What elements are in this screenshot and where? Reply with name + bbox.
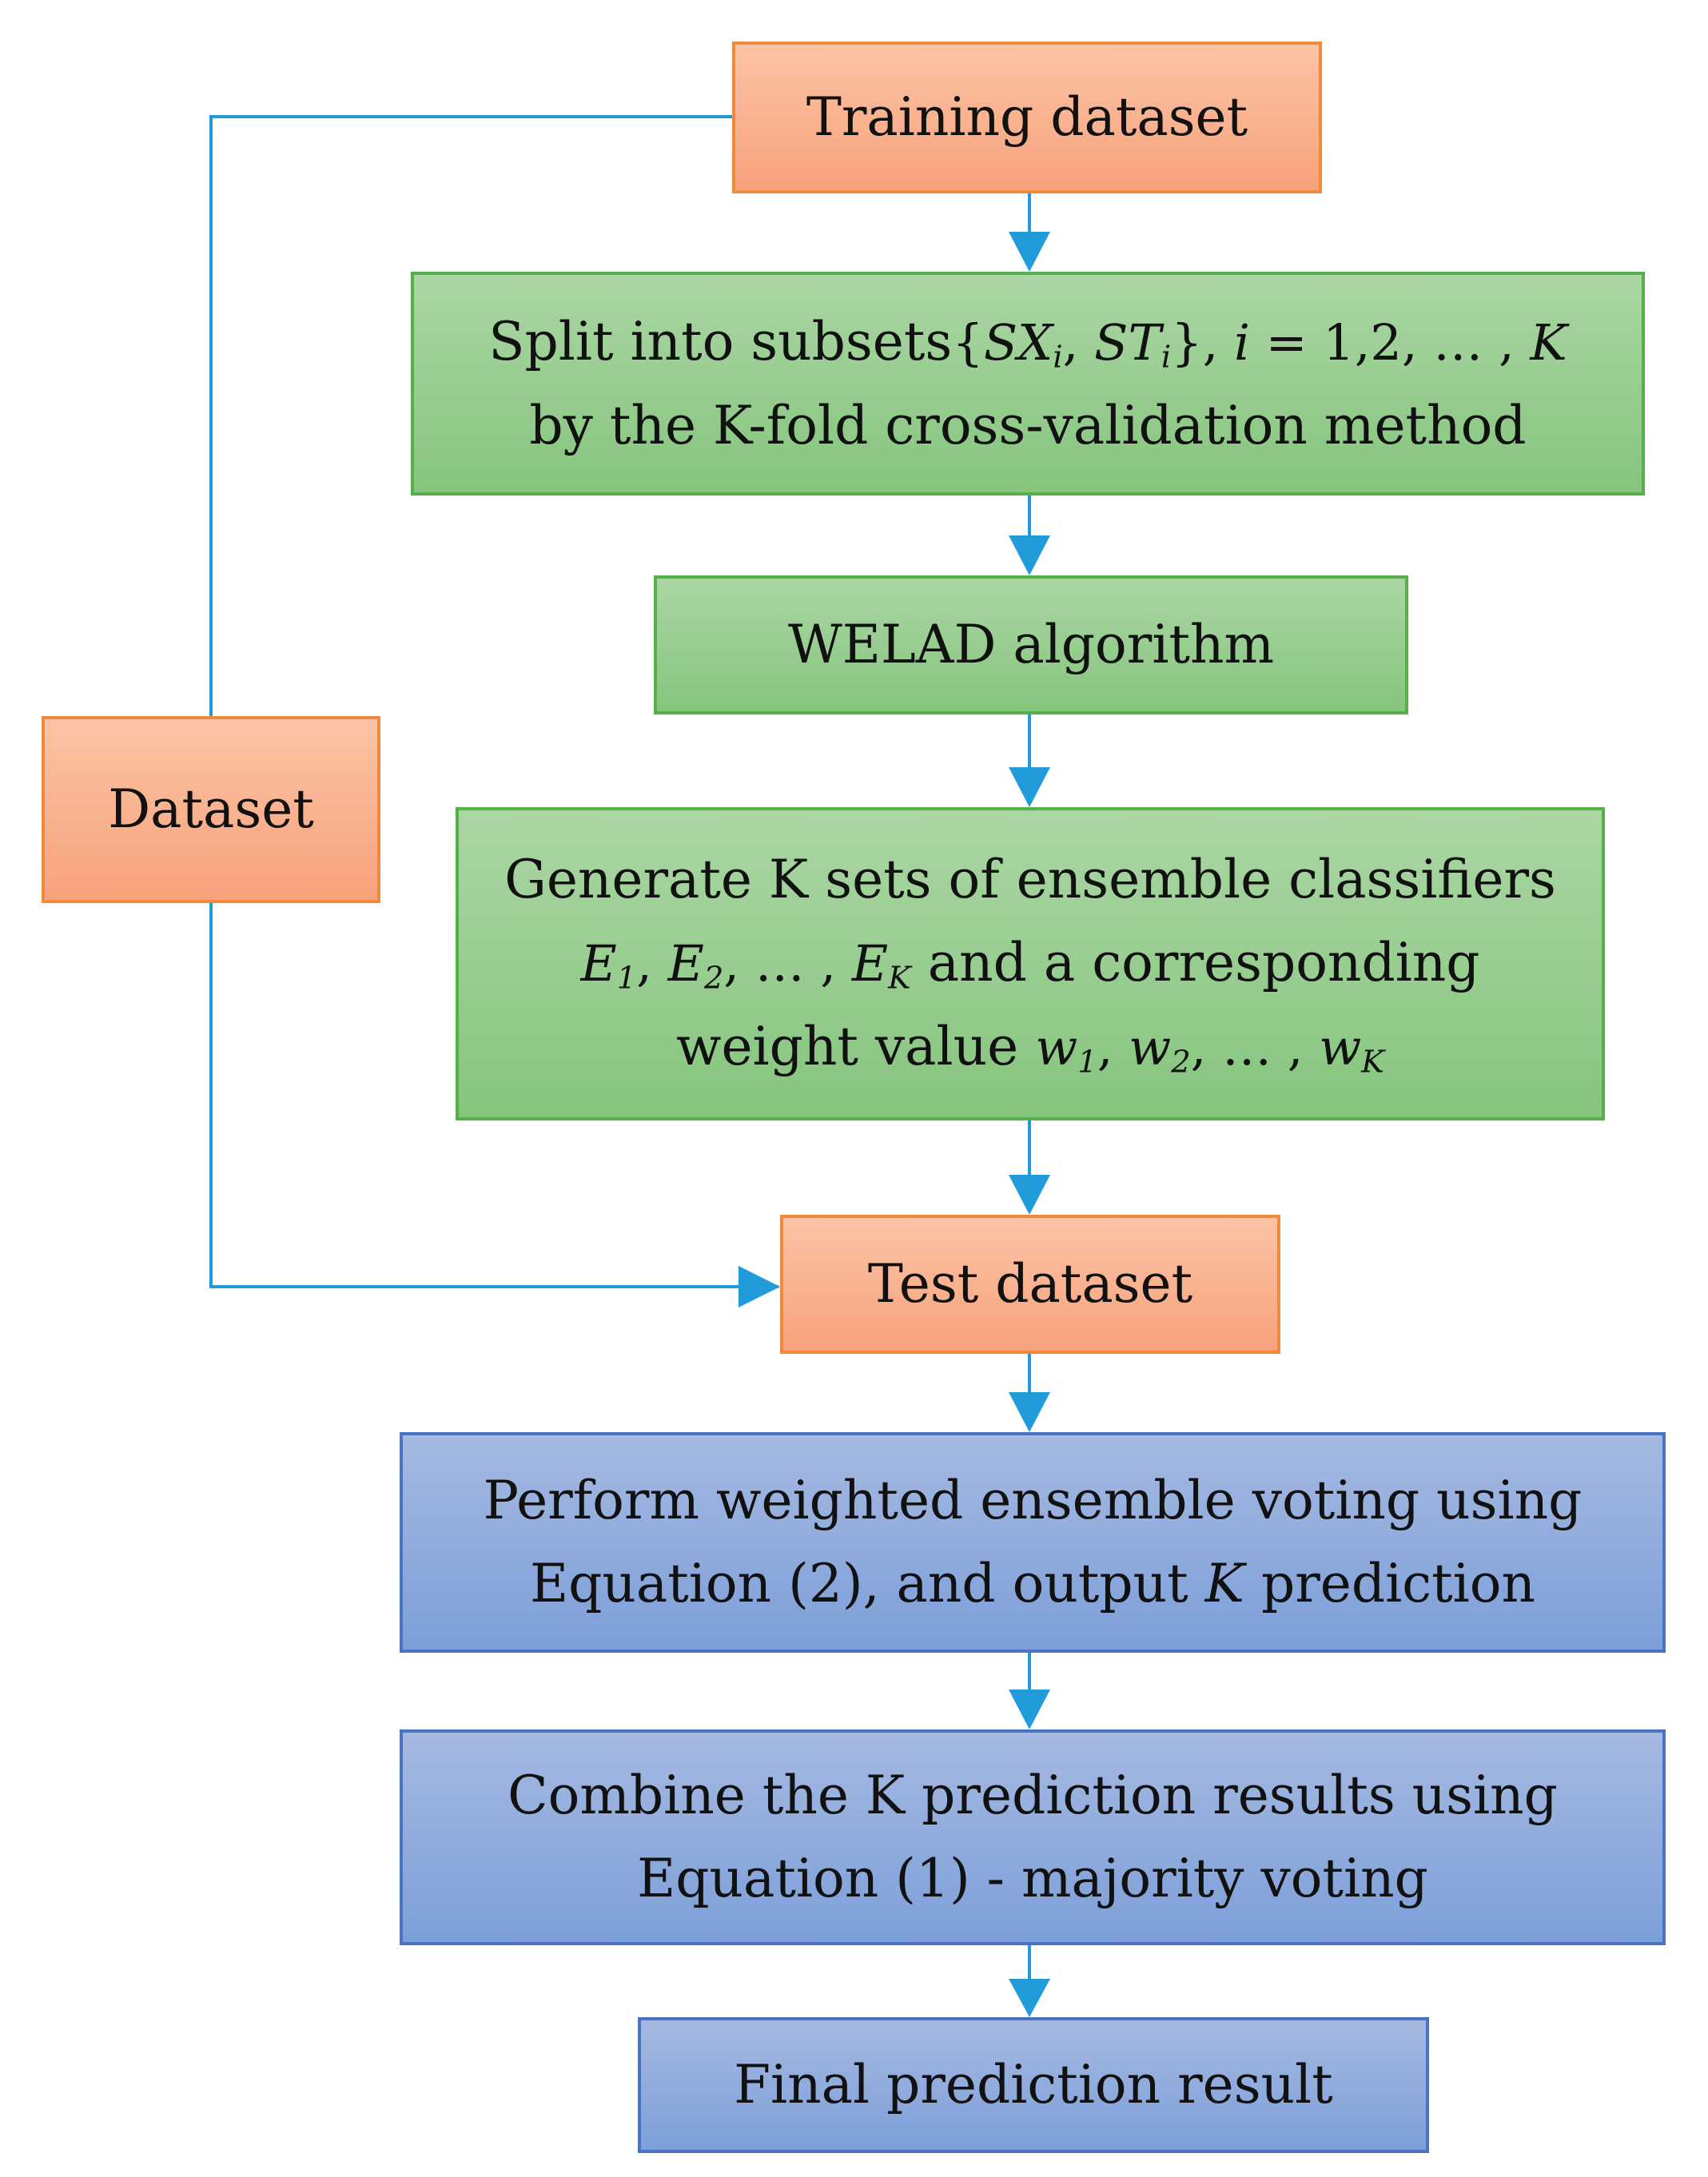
arrowhead-combine: [1009, 1689, 1050, 1729]
arrowhead-final: [1009, 1979, 1050, 2017]
split-subsets-line1: Split into subsets{SXi, STi}, i = 1,2, ……: [488, 300, 1567, 384]
combine-results-line1: Combine the K prediction results using: [508, 1765, 1558, 1826]
ek-sub: K: [888, 960, 911, 997]
formula-sx-sub: i: [1053, 339, 1063, 376]
generate-classifiers-line3: weight value w1, w2, … , wK: [676, 1005, 1384, 1089]
weight-formula: w1, w2, … , wK: [1035, 1018, 1384, 1077]
training-dataset-box: Training dataset: [732, 42, 1322, 193]
dataset-label: Dataset: [108, 778, 314, 840]
w2-sub: 2: [1171, 1044, 1191, 1081]
split-subsets-line2: by the K-fold cross-validation method: [529, 394, 1527, 456]
weighted-voting-box: Perform weighted ensemble voting using E…: [400, 1432, 1666, 1653]
e2: E: [667, 934, 704, 993]
arrowhead-split: [1009, 232, 1050, 272]
wk: w: [1319, 1018, 1362, 1077]
formula-k: K: [1530, 312, 1567, 372]
welad-algorithm-label: WELAD algorithm: [787, 614, 1275, 675]
combine-results-line2: Equation (1) - majority voting: [637, 1848, 1428, 1909]
ek: E: [851, 934, 889, 993]
weighted-voting-line1: Perform weighted ensemble voting using: [483, 1470, 1583, 1531]
w-ellipsis: , … ,: [1190, 1018, 1320, 1077]
e2-sub: 2: [703, 960, 724, 997]
weighted-voting-line2: Equation (2), and output K prediction: [530, 1542, 1535, 1626]
generate-classifiers-line1: Generate K sets of ensemble classifiers: [504, 849, 1556, 910]
test-dataset-label: Test dataset: [867, 1253, 1193, 1315]
split-subsets-formula: {SXi, STi}, i = 1,2, … , K: [952, 313, 1567, 372]
formula-sx: SX: [983, 312, 1053, 372]
welad-algorithm-box: WELAD algorithm: [654, 575, 1408, 714]
e1-sub: 1: [616, 960, 637, 997]
arrowhead-welad: [1009, 535, 1050, 575]
e-ellipsis: , … ,: [723, 934, 852, 993]
formula-close-brace: },: [1171, 312, 1235, 372]
arrow-dataset-to-test: [209, 903, 778, 1288]
weighted-voting-line2-b: prediction: [1244, 1553, 1536, 1614]
e-sep: ,: [636, 934, 668, 993]
split-subsets-box: Split into subsets{SXi, STi}, i = 1,2, ……: [411, 272, 1645, 495]
formula-open-brace: {: [952, 312, 984, 372]
formula-st: ST: [1094, 312, 1161, 372]
weighted-voting-line2-a: Equation (2), and output: [529, 1553, 1205, 1614]
final-result-box: Final prediction result: [638, 2017, 1429, 2153]
split-subsets-text: Split into subsets: [488, 310, 953, 372]
e1: E: [580, 934, 617, 993]
w2: w: [1129, 1018, 1172, 1077]
arrowhead-generate: [1009, 767, 1050, 807]
final-result-label: Final prediction result: [734, 2054, 1333, 2115]
formula-st-sub: i: [1161, 339, 1172, 376]
weighted-voting-k: K: [1204, 1553, 1244, 1614]
combine-results-box: Combine the K prediction results using E…: [400, 1729, 1666, 1945]
generate-classifiers-box: Generate K sets of ensemble classifiers …: [456, 807, 1605, 1120]
arrowhead-test: [739, 1266, 780, 1307]
wk-sub: K: [1361, 1044, 1385, 1081]
test-dataset-box: Test dataset: [780, 1215, 1280, 1354]
arrowhead-test-top: [1009, 1175, 1050, 1215]
generate-classifiers-line2-text: and a corresponding: [910, 932, 1480, 993]
w1: w: [1035, 1018, 1078, 1077]
formula-comma: ,: [1062, 312, 1095, 372]
arrowhead-weighted: [1009, 1392, 1050, 1432]
classifier-formula: E1, E2, … , EK: [580, 934, 910, 993]
dataset-box: Dataset: [42, 716, 380, 903]
generate-classifiers-line2: E1, E2, … , EK and a corresponding: [580, 921, 1479, 1005]
formula-index: i: [1234, 312, 1250, 372]
training-dataset-label: Training dataset: [806, 86, 1248, 148]
formula-range: = 1,2, … ,: [1249, 312, 1531, 372]
w1-sub: 1: [1077, 1044, 1097, 1081]
arrow-dataset-to-training: [209, 115, 732, 716]
w-sep: ,: [1097, 1018, 1129, 1077]
generate-classifiers-line3-text: weight value: [675, 1016, 1036, 1077]
